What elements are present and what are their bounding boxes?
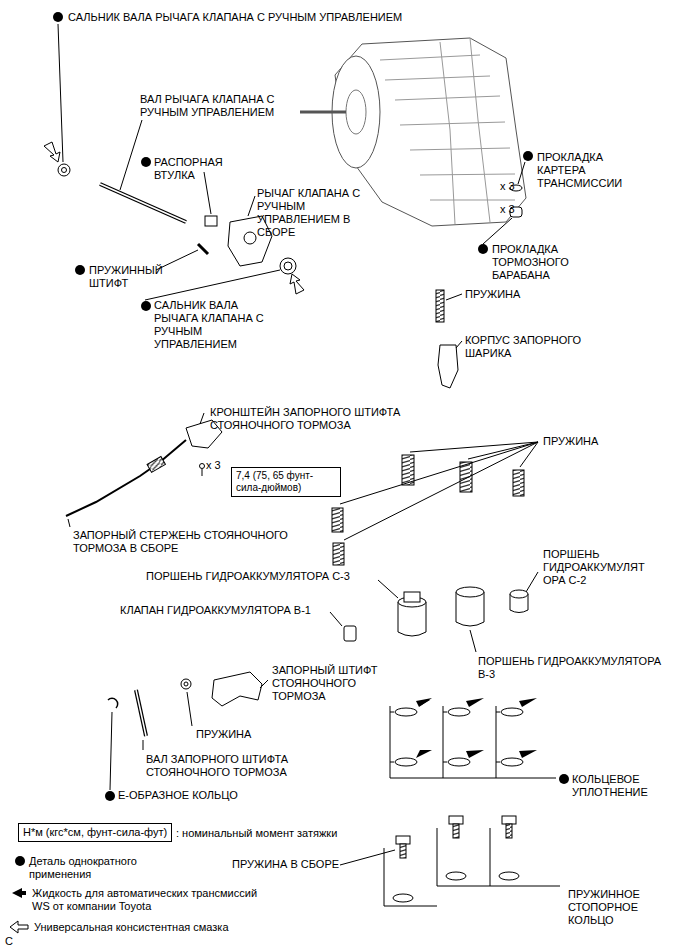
torque-box: 7,4 (75, 65 фунт-сила-дюймов) [231, 467, 341, 497]
part-label: ПРУЖИНА [196, 728, 251, 741]
box-text: Н*м (кгс*см, фунт-сила-фут) [23, 826, 167, 839]
legend-symbol-box: Н*м (кгс*см, фунт-сила-фут) [18, 823, 172, 842]
box-text: 7,4 (75, 65 фунт-сила-дюймов) [236, 470, 336, 494]
part-label: ВАЛ РЫЧАГА КЛАПАНА С РУЧНЫМ УПРАВЛЕНИЕМ [140, 93, 305, 119]
part-label: ПОРШЕНЬ ГИДРОАККУМУЛЯТОРА С-3 [146, 570, 350, 583]
part-label: C [5, 935, 13, 948]
part-label: ЗАПОРНЫЙ ШТИФТ СТОЯНОЧНОГО ТОРМОЗА [272, 664, 402, 703]
part-label: x 3 [500, 180, 515, 193]
legend-text: Деталь однократного применения [29, 855, 169, 881]
part-label: КРОНШТЕЙН ЗАПОРНОГО ШТИФТА СТОЯНОЧНОГО Т… [210, 406, 450, 432]
part-label: КОРПУС ЗАПОРНОГО ШАРИКА [465, 334, 615, 360]
part-label: ПРУЖИНА [465, 288, 520, 301]
part-label: ПРОКЛАДКА ТОРМОЗНОГО БАРАБАНА [492, 243, 602, 282]
legend-text: Жидкость для автоматических трансмиссий … [32, 887, 272, 913]
part-label: ПРУЖИНА [543, 435, 598, 448]
part-label: САЛЬНИК ВАЛА РЫЧАГА КЛАПАНА С РУЧНЫМ УПР… [68, 11, 402, 24]
part-label: КЛАПАН ГИДРОАККУМУЛЯТОРА В-1 [120, 604, 311, 617]
part-label: КОЛЬЦЕВОЕ УПЛОТНЕНИЕ [572, 773, 682, 799]
part-label: ПОРШЕНЬ ГИДРОАККУМУЛЯТ ОРА С-2 [543, 548, 653, 587]
part-label: x 3 [206, 459, 221, 472]
part-label: ПРОКЛАДКА КАРТЕРА ТРАНСМИССИИ [537, 151, 647, 190]
part-label: ПРУЖИННЫЙ ШТИФТ [89, 264, 169, 290]
part-label: x 3 [500, 203, 515, 216]
part-label: РЫЧАГ КЛАПАНА С РУЧНЫМ УПРАВЛЕНИЕМ В СБО… [257, 187, 362, 239]
legend-text: Универсальная консистентная смазка [34, 921, 229, 934]
part-label: Е-ОБРАЗНОЕ КОЛЬЦО [118, 789, 238, 802]
part-label: ВАЛ ЗАПОРНОГО ШТИФТА СТОЯНОЧНОГО ТОРМОЗА [146, 753, 346, 779]
part-label: ПОРШЕНЬ ГИДРОАККУМУЛЯТОРА В-3 [478, 655, 668, 681]
part-label: САЛЬНИК ВАЛА РЫЧАГА КЛАПАНА С РУЧНЫМ УПР… [154, 299, 274, 351]
part-label: ЗАПОРНЫЙ СТЕРЖЕНЬ СТОЯНОЧНОГО ТОРМОЗА В … [73, 529, 323, 555]
part-label: РАСПОРНАЯ ВТУЛКА [154, 156, 234, 182]
part-label: ПРУЖИННОЕ СТОПОРНОЕ КОЛЬЦО [568, 888, 678, 927]
legend-text: : номинальный момент затяжки [176, 827, 337, 840]
part-label: ПРУЖИНА В СБОРЕ [232, 858, 339, 871]
